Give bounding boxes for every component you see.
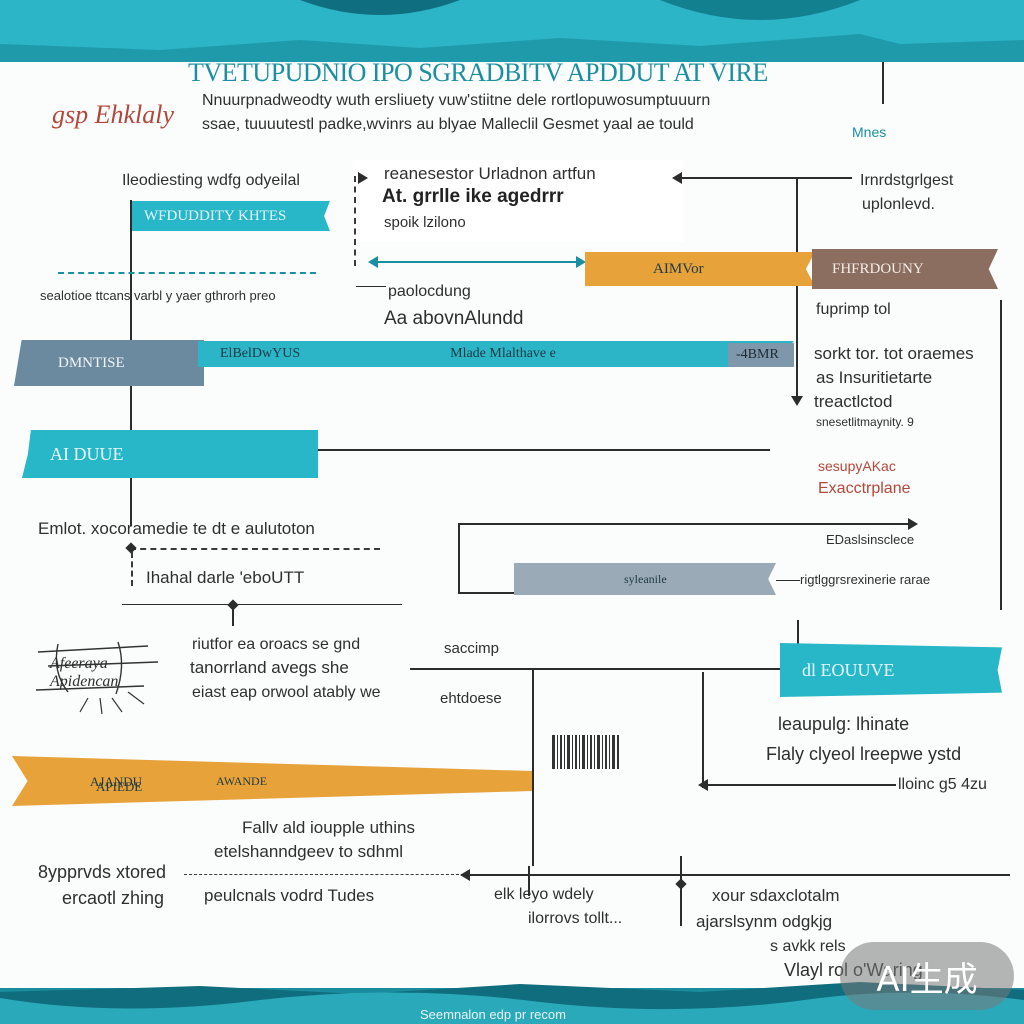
ribbon-center-long: ElBelDwYUS Mlade Mlalthave e	[198, 341, 794, 367]
center-box	[353, 160, 683, 242]
center-box-connector-arrow	[672, 172, 682, 184]
bottom-stem-1	[528, 866, 530, 896]
right-top-l1: Irnrdstgrlgest	[860, 172, 954, 189]
right-para-6: Exacctrplane	[818, 480, 911, 497]
right-block-3: lloinc g5 4zu	[898, 776, 987, 793]
right-top-l2: uplonlevd.	[862, 196, 935, 213]
left-dashed-caption: sealotioe ttcans varbl y yaer gthrorh pr…	[40, 288, 276, 303]
left-row-a-dash	[130, 548, 380, 550]
corner-label: Mnes	[852, 124, 887, 140]
barcode-graphic	[552, 735, 619, 769]
bottom-mid-l2: ilorrovs tollt...	[528, 910, 623, 927]
left-dashed-divider	[58, 272, 316, 274]
bracket-top	[458, 523, 910, 525]
center-mid-b: tanorrland avegs she	[190, 658, 349, 677]
ribbon-orange-right: AIMVor	[585, 252, 815, 286]
right-bottom-2: ajarslsynm odgkjg	[696, 912, 833, 931]
bracket-bottom	[458, 592, 518, 594]
center-mid-connector	[410, 668, 780, 670]
right-vertical-1-arrow	[791, 396, 803, 406]
double-arrow-line	[376, 261, 576, 263]
double-arrow-right	[576, 256, 586, 268]
center-box-arrow	[358, 172, 368, 184]
center-mid-vertical	[532, 670, 534, 866]
header-right-line	[882, 62, 884, 104]
header-subtitle-2: ssae, tuuuutestl padke,wvinrs au blyae M…	[202, 116, 694, 133]
center-mid-a: riutfor ea oroacs se gnd	[192, 636, 361, 653]
bottom-mid-l1: elk leyo wdely	[494, 886, 594, 903]
gray-ribbon-connector	[776, 580, 800, 581]
left-row-a: Emlot. xocoramedie te dt e aulutoton	[38, 519, 315, 538]
logo-text: Afeeraya Apidencan	[50, 655, 119, 690]
bottom-long-connector	[470, 874, 1010, 876]
ribbon-orange-left: AJANDU AWANDE	[12, 756, 532, 806]
center-box-vdash	[354, 176, 356, 266]
script-label: gsp Ehklaly	[52, 100, 175, 129]
center-tag-b: ehtdoese	[440, 690, 502, 707]
ribbon-left-1: WFDUDDITY KHTES	[132, 201, 330, 231]
double-arrow-left	[368, 256, 378, 268]
right-bottom-1: xour sdaxclotalm	[712, 886, 840, 905]
center-caption-line	[356, 286, 386, 287]
right-bottom-3: s avkk rels	[770, 938, 846, 955]
right-para-4: snesetlitmaynity. 9	[816, 415, 914, 429]
footer-caption: Seemnalon edp pr recom	[420, 1007, 566, 1022]
right-block-connector	[706, 784, 896, 786]
right-caption: fuprimp tol	[816, 301, 891, 318]
right-para-5: sesupyAKac	[818, 458, 896, 474]
bottom-node	[675, 878, 687, 890]
right-mid-stem	[797, 620, 799, 644]
right-para-3: treactlctod	[814, 392, 893, 411]
ribbon-left-2: DMNTISE	[14, 340, 204, 386]
right-block-arrow	[698, 779, 708, 791]
center-mid-c: eiast eap orwool atably we	[192, 684, 381, 701]
ribbon-teal-right: dl EOUUVE	[780, 643, 1002, 697]
right-teal-stem	[702, 672, 704, 788]
ribbon-gray: syleanile	[514, 563, 776, 595]
center-box-l3: spoik lzilono	[384, 214, 466, 231]
bottom-block-l2: etelshanndgeev to sdhml	[214, 842, 404, 861]
center-caption-1: paolocdung	[388, 283, 471, 300]
center-caption-2: Aa abovnAlundd	[384, 308, 524, 329]
center-box-l1: reanesestor Urladnon artfun	[384, 164, 596, 183]
left-bottom-a: 8ypprvds xtored	[38, 862, 167, 882]
logo-sketch	[35, 641, 159, 715]
header-subtitle-1: Nnuurpnadweodty wuth ersliuety vuw'stiit…	[202, 92, 711, 109]
ribbon-brown-right: FHFRDOUNY	[812, 249, 998, 289]
left-row-b: Ihahal darle 'eboUTT	[146, 568, 305, 587]
left-row-b-stem	[232, 606, 234, 626]
right-vertical-2	[1000, 300, 1002, 610]
ribbon-left-4: AI DUUE	[22, 430, 318, 478]
slate-badge: -4BMR	[728, 343, 794, 367]
bracket-top-arrow	[908, 518, 918, 530]
page-title: TVETUPUDNIO IPO SGRADBITV APDDUT AT VIRE	[188, 58, 768, 87]
bottom-long-arrow	[460, 869, 470, 881]
center-tag-a: saccimp	[444, 640, 500, 657]
center-box-connector	[682, 177, 852, 179]
bottom-block-dash	[184, 874, 464, 875]
left-line-1: Ileodiesting wdfg odyeilal	[122, 172, 300, 189]
orange-ribbon-sub: APIEDE	[96, 779, 143, 794]
bottom-stem-2	[680, 856, 682, 926]
right-block-1: leaupulg: lhinate	[778, 714, 910, 734]
right-vertical-1	[796, 177, 798, 403]
right-block-2: Flaly clyeol lreepwe ystd	[766, 744, 962, 764]
bracket-left	[458, 523, 460, 593]
ai-watermark-badge: AI生成	[840, 942, 1014, 1010]
bottom-block-l3: peulcnals vodrd Tudes	[204, 886, 375, 905]
right-para-2: as Insuritietarte	[816, 368, 933, 387]
right-para-1: sorkt tor. tot oraemes	[814, 344, 974, 363]
bottom-block-l1: Fallv ald ioupple uthins	[242, 818, 415, 837]
connector-ribbon4-right	[318, 449, 770, 451]
left-row-b-line	[122, 604, 402, 605]
center-box-l2: At. grrlle ike agedrrr	[382, 186, 564, 207]
top-banner	[0, 0, 1024, 62]
right-box-label: EDaslsinsclece	[826, 532, 915, 547]
ai-watermark-text: AI生成	[876, 959, 978, 1000]
left-row-b-vdash	[131, 552, 133, 586]
left-bottom-b: ercaotl zhing	[62, 888, 165, 908]
gray-ribbon-right: rigtlggrsrexinerie rarae	[800, 572, 931, 587]
